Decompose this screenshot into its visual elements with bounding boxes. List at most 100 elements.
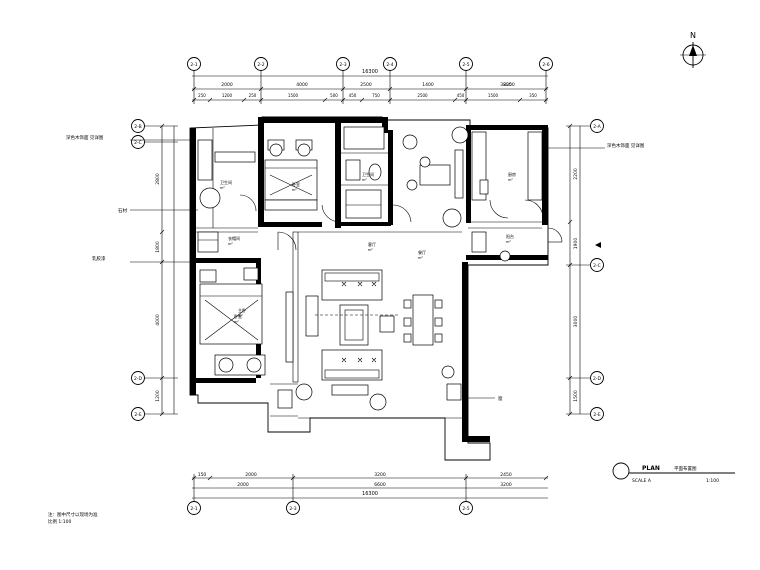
grid-marker-right-3-label: 2-E	[593, 412, 600, 418]
grid-marker-top-2: 2-3	[336, 57, 350, 71]
top-dim1-label: 4000	[296, 82, 308, 88]
left-dim-label: 1800	[155, 241, 161, 253]
plan-subtitle: 平面布置图	[674, 465, 697, 472]
grid-marker-left-3-label: 2-E	[134, 412, 141, 418]
top-dim2-label: 1500	[288, 93, 299, 98]
room-area-label: m²	[508, 178, 513, 182]
grid-marker-top-1: 2-2	[254, 57, 268, 71]
bottom-dimensions	[191, 475, 549, 499]
left-dim-label: 1200	[155, 390, 161, 402]
grid-marker-right-0: 2-A	[590, 119, 604, 133]
plan-subtitle-2: SCALE A	[632, 478, 652, 484]
note-2: 比例 1:100	[48, 518, 72, 525]
grid-marker-right-2-label: 2-D	[593, 376, 601, 382]
top-dim2-label: 500	[330, 93, 338, 98]
right-dimension-labels: 2200 1900 3000 1500	[573, 168, 579, 402]
north-arrow-icon	[680, 42, 706, 68]
room-label: 卫生间	[362, 171, 374, 177]
bottom-dim2-label: 2000	[237, 482, 249, 488]
grid-marker-bottom-1-label: 2-3	[289, 506, 296, 512]
grid-marker-top-1-label: 2-2	[257, 62, 264, 68]
top-dimensions	[191, 75, 549, 103]
room-area-label: m²	[362, 178, 367, 182]
plan-title: PLAN	[642, 465, 660, 472]
room-area-label: m²	[506, 240, 511, 244]
left-dim-label: 2800	[155, 173, 161, 185]
grid-marker-bottom-1: 2-3	[286, 501, 300, 515]
grid-markers-left: 2-B2-C2-D2-E	[131, 119, 178, 421]
top-dim1-label: 2250	[503, 82, 515, 88]
room-area-label: m²	[418, 256, 423, 260]
top-dim1-label: 2000	[221, 82, 233, 88]
grid-marker-left-0-label: 2-B	[134, 124, 141, 130]
callout-left-1: 深色木饰面 见详图	[66, 134, 104, 141]
plan-scale: 1:100	[706, 478, 719, 484]
plan-title-block	[612, 462, 735, 480]
right-dim-label: 1500	[573, 390, 579, 402]
room-label: 餐厅	[418, 249, 426, 255]
top-dim2-label: 250	[198, 93, 206, 98]
room-label: 厨房	[508, 171, 516, 177]
room-area-label: m²	[234, 320, 239, 324]
bottom-dim2-label: 6600	[374, 482, 386, 488]
grid-marker-top-2-label: 2-3	[339, 62, 346, 68]
grid-marker-top-3-label: 2-4	[386, 62, 393, 68]
room-area-label: m²	[220, 186, 225, 190]
grid-marker-right-1-label: 2-C	[593, 263, 601, 269]
grid-marker-left-1: 2-C	[131, 135, 145, 149]
room-label: 卫生间	[220, 179, 232, 185]
callout-left-2: 石材	[118, 207, 127, 214]
top-dim2-label: 1200	[222, 93, 233, 98]
callout-left-3: 乳胶漆	[92, 255, 106, 262]
right-dim-label: 3000	[573, 316, 579, 328]
grid-marker-right-1: 2-C	[590, 258, 604, 272]
grid-marker-right-3: 2-E	[590, 407, 604, 421]
room-area-label: m²	[368, 248, 373, 252]
room-area-label: m²	[292, 188, 297, 192]
top-dim2-label: 2500	[417, 93, 428, 98]
top-dim2-label: 450	[349, 93, 357, 98]
grid-marker-top-0-label: 2-1	[190, 62, 197, 68]
grid-marker-left-1-label: 2-C	[134, 140, 142, 146]
bottom-dim1-label: 150	[198, 472, 207, 478]
top-dim2-label: 450	[457, 93, 465, 98]
note-1: 注：图中尺寸以现场为准	[48, 511, 98, 518]
top-dim1-label: 1400	[422, 82, 434, 88]
grid-marker-top-3: 2-4	[383, 57, 397, 71]
room-label: 衣帽间	[228, 235, 240, 241]
callout-right-1: 深色木饰面 见详图	[607, 142, 645, 149]
grid-marker-bottom-0: 2-1	[187, 501, 201, 515]
left-dimensions	[159, 123, 175, 417]
top-dim1-label: 3800	[500, 82, 512, 88]
room-label: 主卧	[238, 307, 246, 313]
north-label: N	[690, 31, 696, 40]
doors	[239, 194, 563, 251]
top-dim2-label: 750	[372, 93, 380, 98]
room-area-label: m²	[228, 242, 233, 246]
right-dim-label: 2200	[573, 168, 579, 180]
bottom-dim1-label: 2450	[500, 472, 512, 478]
room-area-label: m²	[238, 314, 243, 318]
arrow-marker-icon	[595, 242, 601, 248]
right-dim-label: 1900	[573, 238, 579, 250]
grid-marker-top-4: 2-5	[459, 57, 473, 71]
right-dimensions	[567, 123, 581, 417]
top-dim1-label: 2500	[360, 82, 372, 88]
grid-markers-right: 2-A 2-C 2-D 2-E	[566, 119, 604, 421]
top-total-dimension: 16300	[362, 69, 378, 75]
grid-marker-right-2: 2-D	[590, 371, 604, 385]
top-dim2-label: 250	[249, 93, 257, 98]
callouts	[130, 139, 605, 399]
room-label: 客厅	[368, 241, 376, 247]
top-dim2-label: 350	[529, 93, 537, 98]
grid-marker-top-5: 2-6	[539, 57, 553, 71]
bottom-total-dimension: 16300	[362, 491, 378, 497]
room-label: 卧室	[234, 313, 242, 319]
grid-marker-bottom-0-label: 2-1	[190, 506, 197, 512]
furniture	[197, 126, 543, 411]
